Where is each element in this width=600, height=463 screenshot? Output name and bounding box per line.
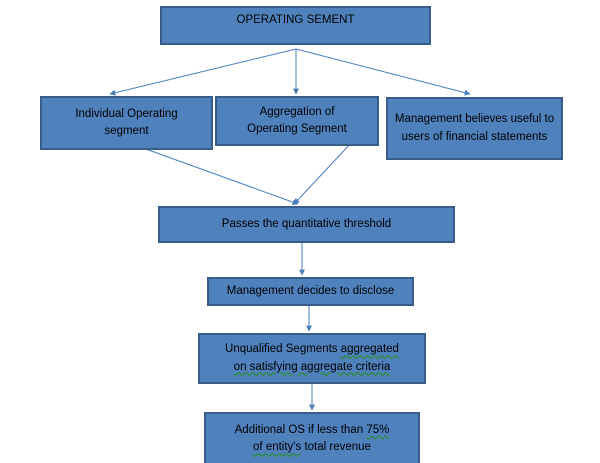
aggregation-of-operating-segment-box: Aggregation of Operating Segment bbox=[215, 96, 379, 146]
arrow-top-to-management bbox=[295, 48, 471, 96]
arrow-top-to-individual bbox=[109, 48, 297, 96]
additional-os-percent: 75% bbox=[366, 424, 390, 436]
operating-segment-label: OPERATING SEMENT bbox=[236, 14, 355, 26]
individual-operating-segment-label: Individual Operating segment bbox=[75, 107, 178, 137]
unqualified-segments-line2: on satisfying aggregate criteria bbox=[233, 360, 391, 373]
additional-os-text: Additional OS if less than 75% of entity… bbox=[235, 422, 390, 457]
aggregation-of-operating-segment-label: Aggregation of Operating Segment bbox=[247, 105, 347, 135]
unqualified-segments-box: Unqualified Segments aggregated on satis… bbox=[198, 333, 426, 384]
unqualified-segments-text: Unqualified Segments aggregated on satis… bbox=[225, 341, 399, 376]
management-decides-to-disclose-box: Management decides to disclose bbox=[207, 277, 414, 306]
quantitative-threshold-label: Passes the quantitative threshold bbox=[221, 217, 392, 230]
additional-os-line2-flag: of entity's bbox=[253, 441, 302, 454]
additional-os-line2: total revenue bbox=[304, 441, 371, 454]
unqualified-segments-line1: Unqualified Segments bbox=[225, 343, 338, 356]
management-believes-useful-box: Management believes useful to users of f… bbox=[386, 97, 563, 160]
management-decides-to-disclose-label: Management decides to disclose bbox=[226, 284, 395, 297]
individual-operating-segment-box: Individual Operating segment bbox=[40, 96, 213, 150]
arrow-aggregation-to-threshold bbox=[293, 141, 353, 205]
additional-os-line1: Additional OS if less than bbox=[234, 424, 364, 436]
management-believes-useful-label: Management believes useful to users of f… bbox=[394, 113, 555, 143]
arrow-individual-to-threshold bbox=[142, 147, 299, 205]
quantitative-threshold-box: Passes the quantitative threshold bbox=[158, 206, 455, 243]
operating-segment-box: OPERATING SEMENT bbox=[160, 6, 431, 45]
unqualified-segments-flag: aggregated bbox=[340, 343, 399, 356]
additional-os-box: Additional OS if less than 75% of entity… bbox=[204, 412, 420, 463]
